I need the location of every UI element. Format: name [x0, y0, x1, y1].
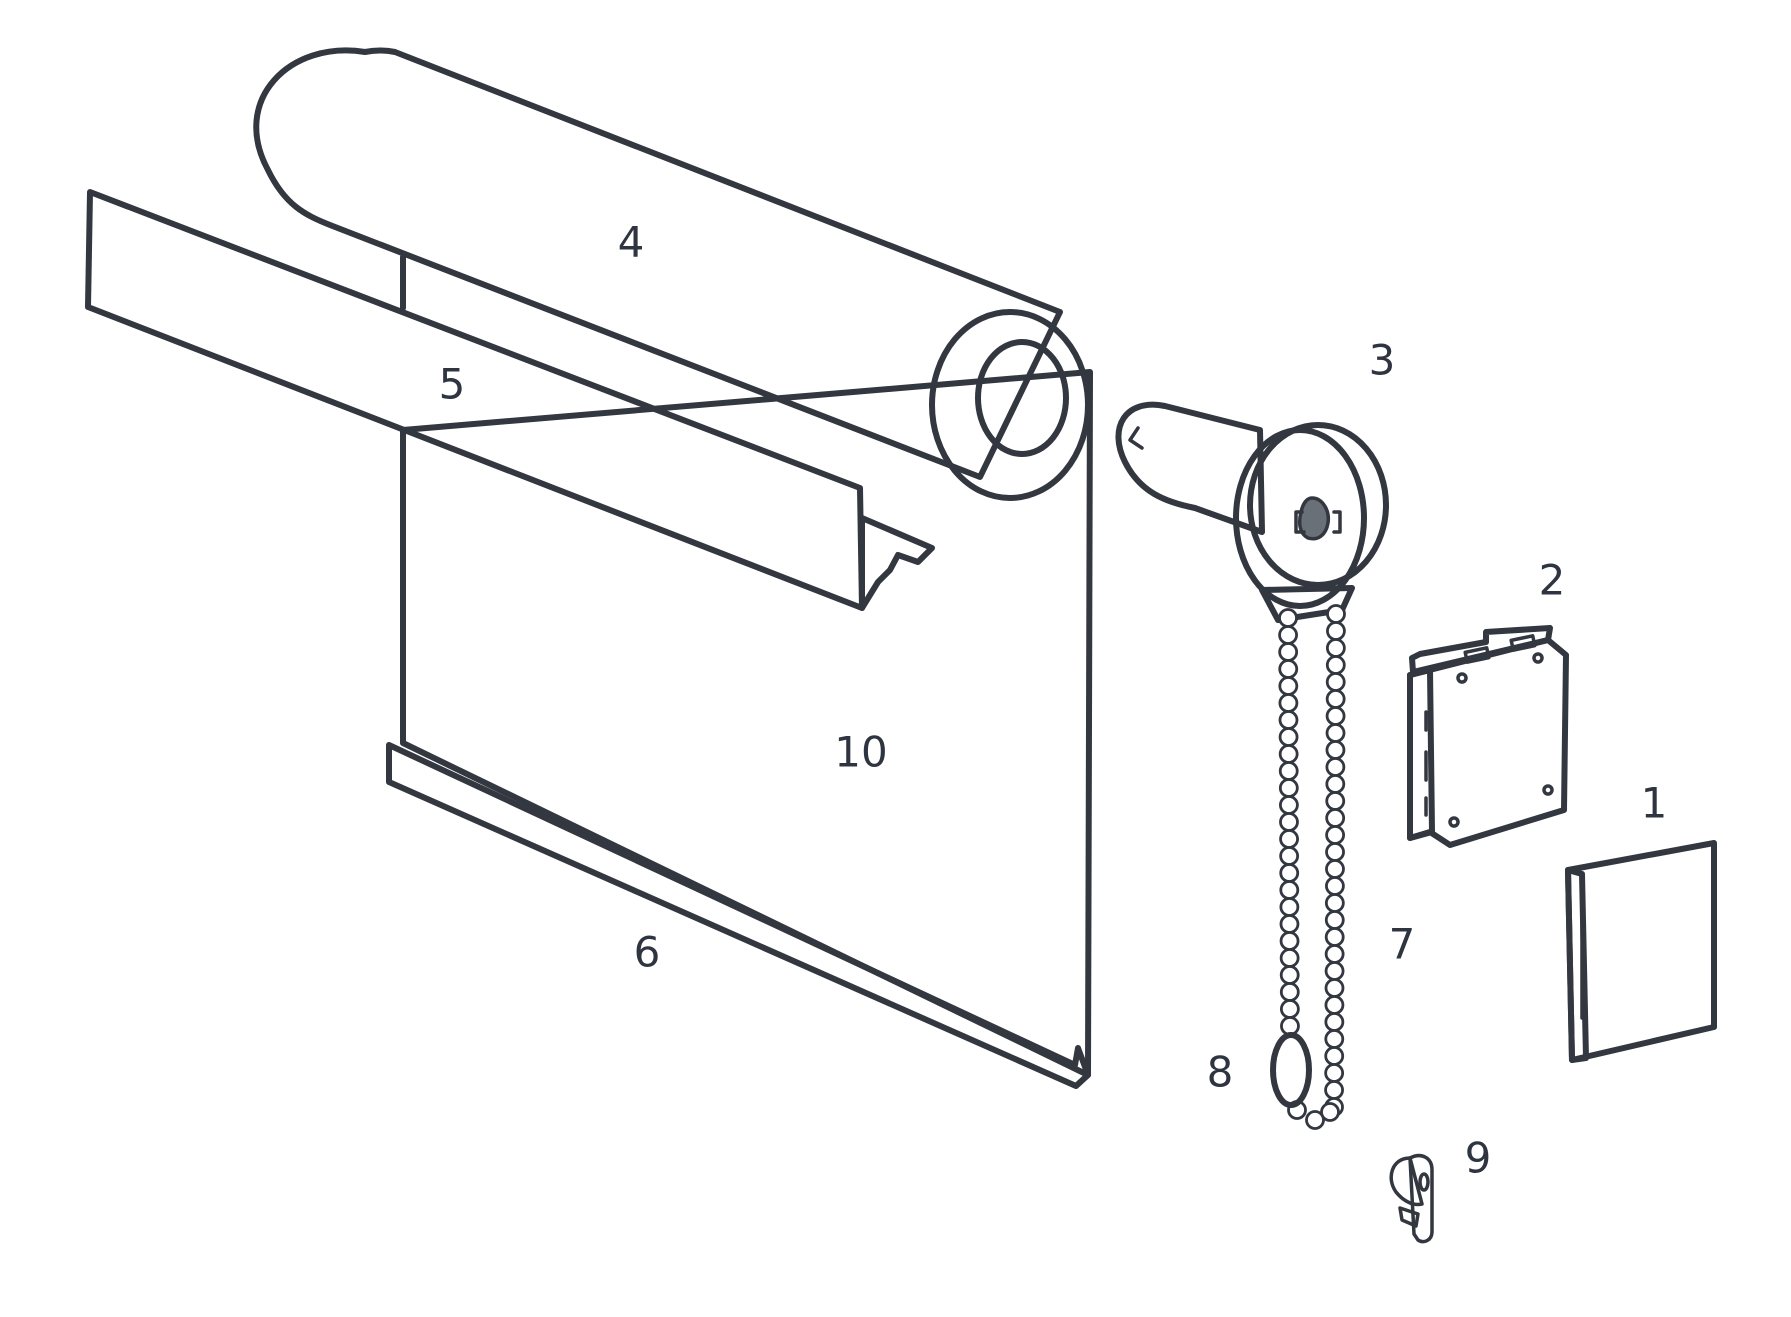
control-disc — [1247, 422, 1389, 588]
chain-bead — [1278, 625, 1298, 645]
chain-bead — [1326, 621, 1346, 641]
chain-bead — [1278, 795, 1299, 815]
chain-bead — [1324, 995, 1345, 1015]
chain-bead — [1279, 999, 1300, 1019]
callout-labels: 1 2 3 4 5 6 7 8 9 10 — [439, 218, 1668, 1183]
chain-bead — [1280, 1016, 1300, 1036]
chain-bead — [1324, 910, 1345, 930]
chain-bead — [1279, 863, 1300, 883]
chain-bead — [1278, 693, 1299, 713]
chain-bead — [1325, 774, 1346, 794]
chain-bead — [1324, 1029, 1345, 1049]
callout-part-4: 4 — [618, 218, 645, 267]
chain-bead — [1324, 1080, 1344, 1100]
chain-bead — [1324, 1063, 1345, 1083]
chain-weight — [1270, 1032, 1312, 1108]
chain-bead — [1325, 672, 1346, 692]
chain-bead — [1279, 965, 1300, 985]
chain-bead — [1279, 948, 1300, 968]
chain-bead — [1278, 710, 1299, 730]
spindle — [1297, 496, 1331, 541]
chain-bead — [1325, 859, 1345, 879]
chain-bead — [1278, 659, 1299, 679]
callout-part-5: 5 — [439, 360, 466, 409]
chain-bead — [1278, 761, 1299, 781]
headrail-valance — [85, 189, 935, 611]
chain-bead — [1324, 1046, 1345, 1066]
chain-bead — [1278, 642, 1299, 662]
control-mechanism — [1115, 401, 1389, 623]
safety-clip — [1389, 1153, 1434, 1244]
chain-bead — [1325, 808, 1346, 828]
chain-bead — [1325, 876, 1345, 896]
chain-bead — [1279, 914, 1300, 934]
blind-fabric-panel — [400, 369, 1093, 1078]
chain-bead — [1325, 638, 1346, 658]
chain-bead — [1279, 880, 1300, 900]
chain-bead — [1325, 791, 1346, 811]
callout-part-7: 7 — [1389, 920, 1416, 969]
chain-bead — [1278, 676, 1299, 696]
callout-part-2: 2 — [1539, 556, 1566, 605]
chain-bead — [1325, 740, 1346, 760]
chain-bead — [1325, 842, 1345, 862]
roll-core — [975, 339, 1069, 457]
chain-bead — [1324, 893, 1345, 913]
callout-part-10: 10 — [834, 728, 887, 777]
chain-bead — [1324, 927, 1345, 947]
bottom-bar — [386, 742, 1091, 1089]
chain-bead — [1325, 689, 1346, 709]
chain-bead — [1279, 812, 1299, 832]
chain-bead — [1305, 1110, 1325, 1130]
chain-bead — [1325, 757, 1346, 777]
chain-bead — [1324, 944, 1345, 964]
chain-bead — [1278, 778, 1299, 798]
chain-bead — [1279, 829, 1299, 849]
mounting-bracket — [1407, 625, 1569, 848]
callout-part-9: 9 — [1465, 1134, 1492, 1183]
fabric-roll-tube — [253, 47, 1091, 501]
chain-bead — [1324, 978, 1345, 998]
callout-part-1: 1 — [1641, 779, 1668, 828]
chain-bead — [1279, 846, 1300, 866]
roll-end-cap-ring — [929, 309, 1091, 501]
chain-bead — [1325, 706, 1346, 726]
chain-bead — [1278, 744, 1299, 764]
chain-bead — [1278, 727, 1299, 747]
chain-bead — [1326, 604, 1346, 624]
chain-bead — [1324, 961, 1345, 981]
chain-bead — [1324, 1012, 1345, 1032]
chain-bead — [1325, 655, 1346, 675]
chain-bead — [1279, 982, 1300, 1002]
chain-bead — [1320, 1102, 1340, 1122]
callout-part-3: 3 — [1369, 336, 1396, 385]
chain-bead — [1279, 897, 1300, 917]
chain-bead — [1279, 931, 1300, 951]
chain-bead — [1278, 608, 1298, 628]
chain-bead — [1325, 825, 1346, 845]
bead-chain — [1278, 604, 1346, 1130]
callout-part-8: 8 — [1207, 1048, 1234, 1097]
cover-plate — [1565, 840, 1717, 1063]
callout-part-6: 6 — [634, 928, 661, 977]
chain-bead — [1325, 723, 1346, 743]
